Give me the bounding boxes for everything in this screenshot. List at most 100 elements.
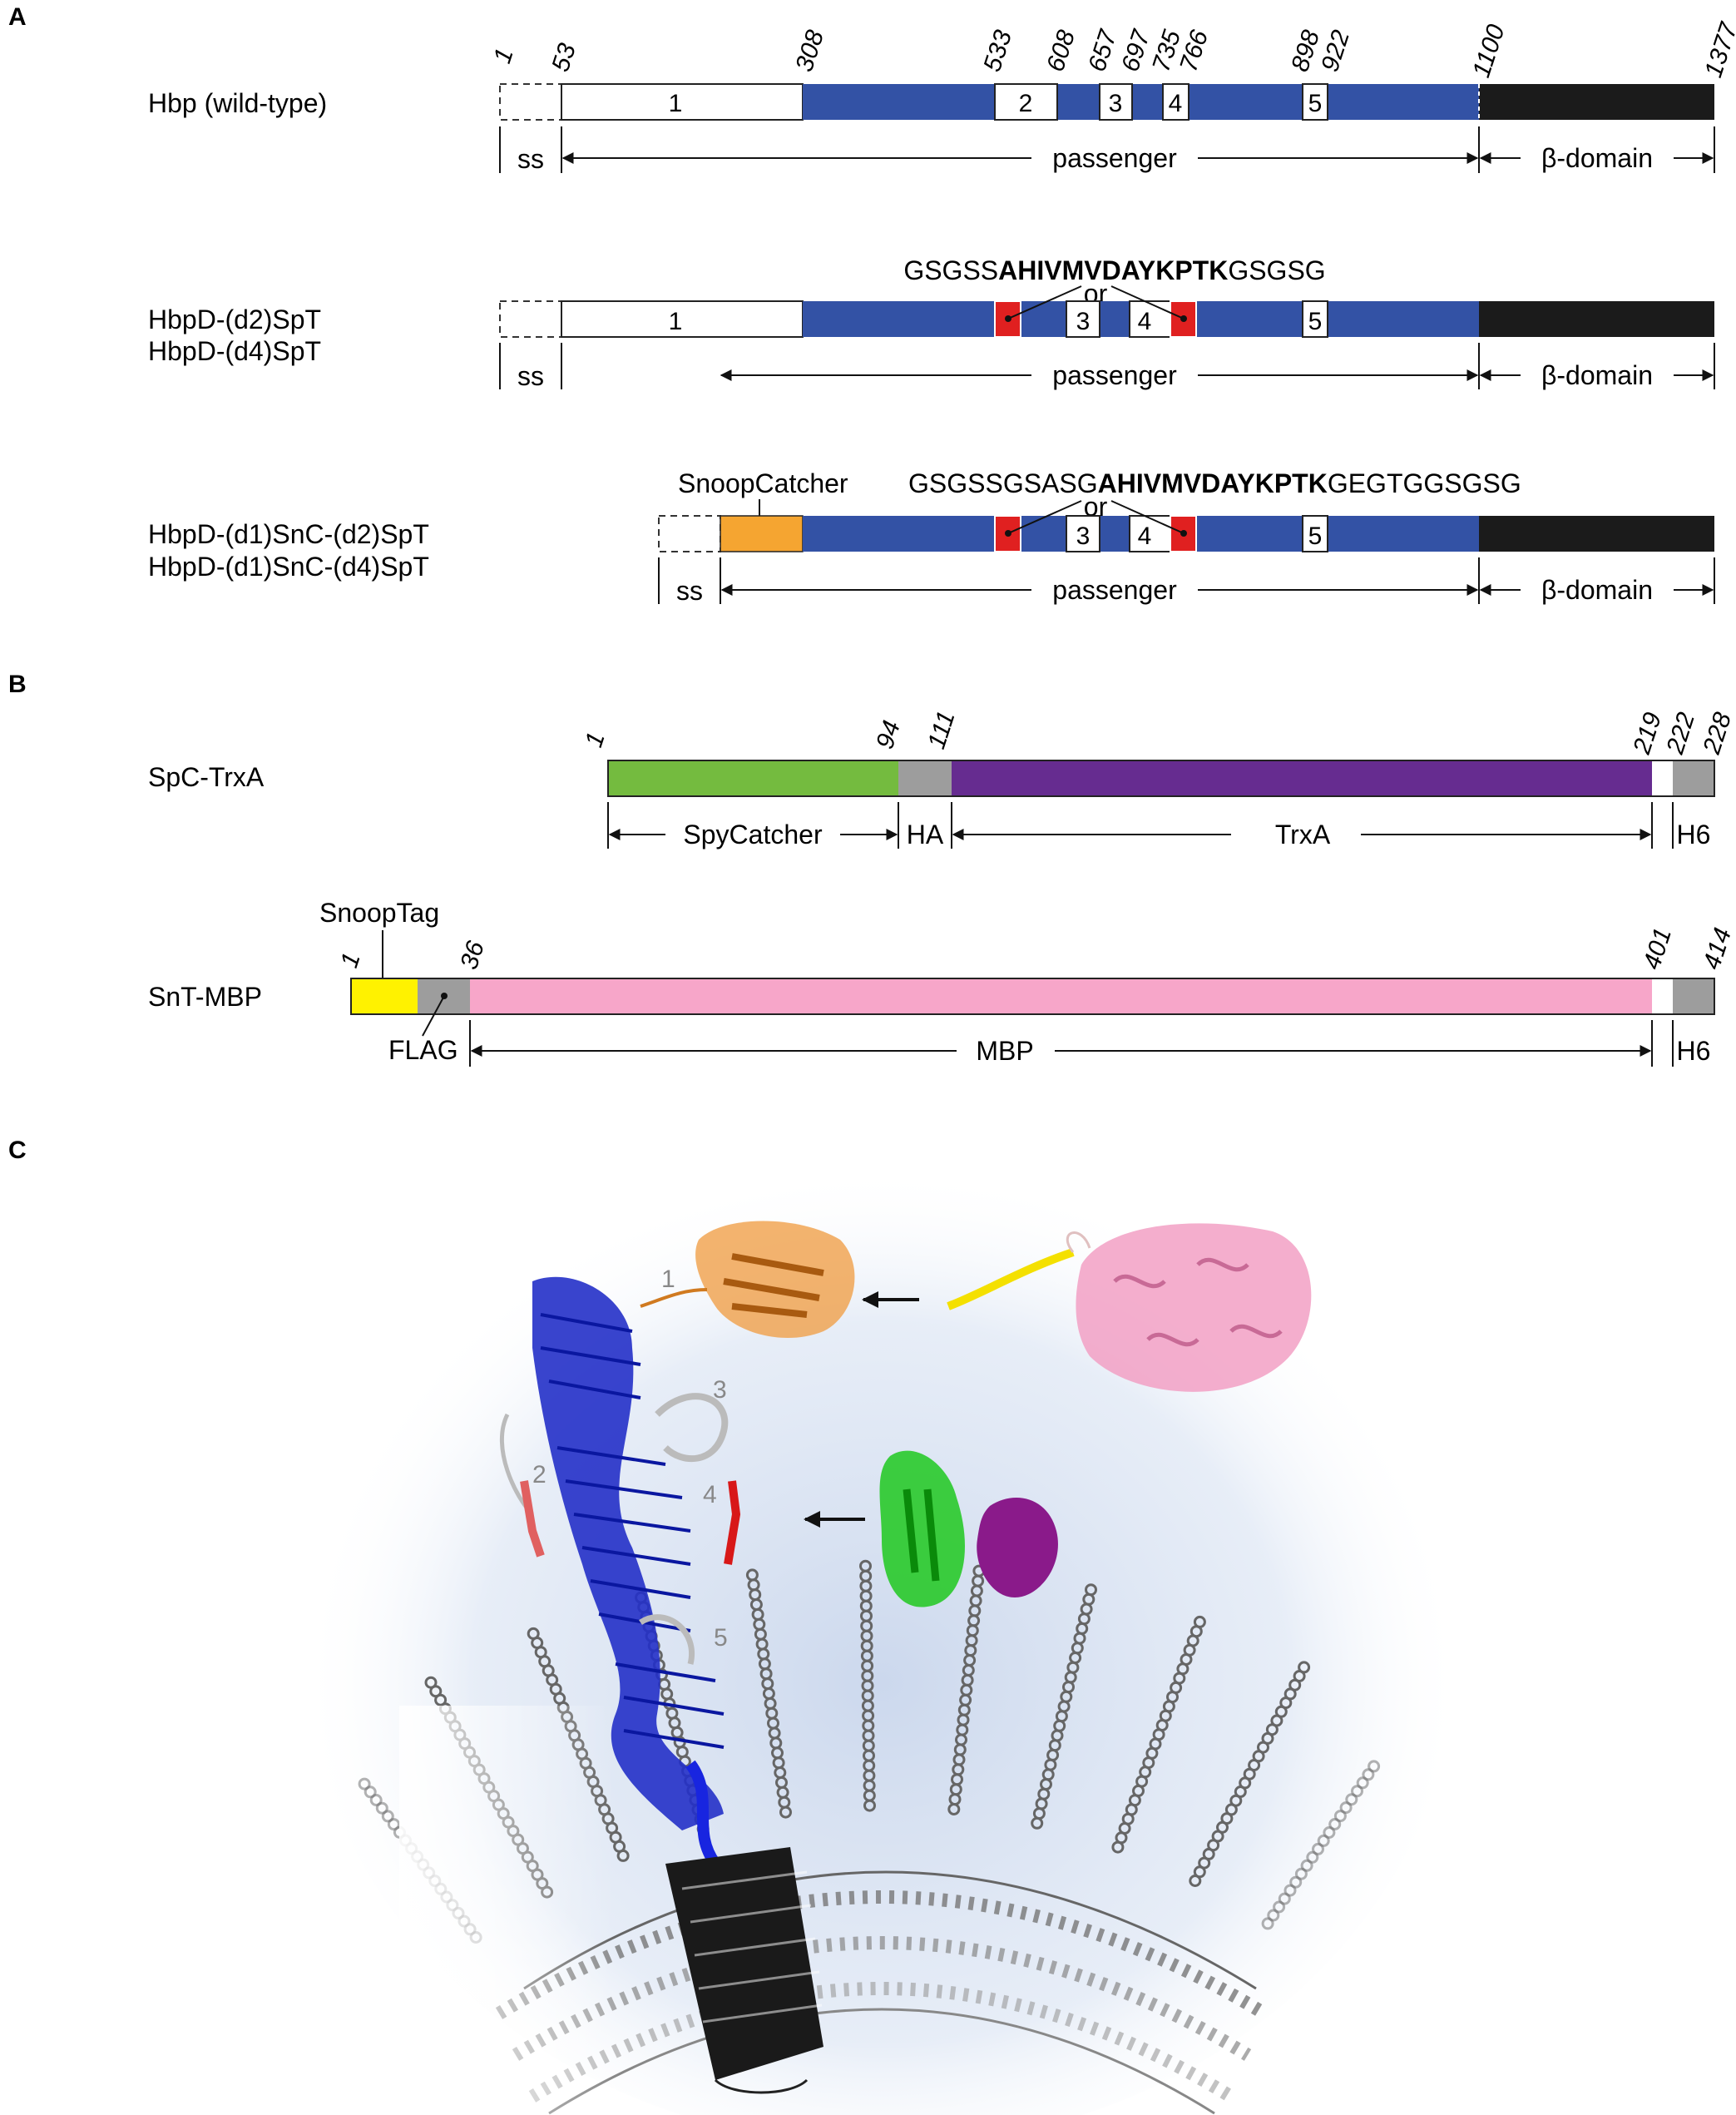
tick-label: 922 [1316, 27, 1355, 75]
domain-5-segment [1302, 300, 1328, 338]
domain-5-segment [1302, 515, 1328, 552]
hbp-passenger-structure [499, 1276, 729, 1830]
tick-label: 608 [1041, 27, 1081, 75]
trxa-segment [952, 760, 1652, 796]
site-number: 3 [713, 1376, 727, 1404]
signal-sequence-segment [658, 515, 721, 552]
signal-sequence-segment [499, 83, 562, 121]
tick-label: 228 [1698, 709, 1736, 758]
domain-3-segment [1099, 83, 1133, 121]
snoopcatcher-label: SnoopCatcher [678, 468, 848, 498]
site-number: 1 [661, 1266, 675, 1293]
site-number: 5 [714, 1624, 728, 1652]
lps-ring [369, 1794, 383, 1806]
construct-name: HbpD-(d4)SpT [148, 336, 321, 366]
domain-number: 2 [1019, 90, 1033, 117]
spytag-strand-d4 [724, 1480, 741, 1565]
lps-ring [387, 1818, 400, 1831]
lps-ring [1368, 1760, 1381, 1773]
membrane-fade [399, 1706, 616, 2115]
tick-labels: 1 53 308 533 608 657 697 735 766 898 922… [488, 18, 1736, 81]
domain-2-segment [994, 83, 1058, 121]
h6-segment [1673, 978, 1714, 1014]
lps-ring [745, 1568, 759, 1582]
linker-segment [1652, 978, 1673, 1014]
snooptag-label: SnoopTag [319, 898, 439, 928]
domain-number: 5 [1308, 308, 1323, 335]
region-label-ss: ss [517, 361, 544, 391]
construct-spc-trxa: SpC-TrxA 1 94 111 219 222 228 SpyCatcher… [148, 708, 1736, 849]
h6-label: H6 [1677, 820, 1711, 849]
construct-name: HbpD-(d1)SnC-(d4)SpT [148, 552, 429, 582]
beta-domain-segment [1479, 516, 1714, 552]
spytag-sequence: GSGSSGSASGAHIVMVDAYKPTKGEGTGGSGSG [908, 468, 1521, 498]
trxa-label: TrxA [1275, 820, 1331, 849]
lps-ring [1345, 1793, 1358, 1806]
domain-5-segment [1302, 83, 1328, 121]
signal-sequence-segment [499, 300, 562, 338]
lps-ring [1085, 1583, 1097, 1597]
construct-name: HbpD-(d2)SpT [148, 305, 321, 334]
construct-name: SnT-MBP [148, 982, 262, 1012]
lps-ring [1298, 1661, 1311, 1674]
lps-ring [364, 1786, 377, 1799]
construct-hbpd-snc-spt: HbpD-(d1)SnC-(d2)SpT HbpD-(d1)SnC-(d4)Sp… [148, 468, 1715, 606]
panel-label-a: A [8, 3, 27, 31]
tick-label: 222 [1661, 709, 1700, 758]
domain-4-segment [1162, 83, 1189, 121]
spytag-sequence: GSGSSAHIVMVDAYKPTKGSGSG [903, 255, 1325, 285]
lps-ring [1273, 1900, 1286, 1914]
region-label-ss: ss [676, 576, 703, 606]
snt-mbp-structure [947, 1223, 1312, 1392]
linker-segment [1652, 760, 1673, 796]
lps-ring [1356, 1776, 1369, 1790]
domain-number: 4 [1138, 523, 1152, 550]
lps-ring [381, 1810, 394, 1823]
lps-ring [424, 1676, 438, 1689]
panel-label-b: B [8, 671, 27, 698]
tick-label: 219 [1628, 709, 1667, 758]
construct-name: SpC-TrxA [148, 762, 265, 792]
tick-label: 94 [871, 717, 906, 752]
domain-number: 3 [1076, 523, 1091, 550]
domain-number: 1 [669, 308, 683, 335]
lps-ring [1283, 1884, 1297, 1897]
spycatcher-label: SpyCatcher [683, 820, 823, 849]
domain-number: 4 [1138, 308, 1152, 335]
mbp-label: MBP [976, 1036, 1033, 1066]
region-label-beta-domain: β-domain [1541, 575, 1653, 605]
tick-label: 53 [547, 40, 581, 75]
region-label-passenger: passenger [1052, 360, 1177, 390]
tick-label: 533 [978, 27, 1017, 75]
lps-ring [1278, 1892, 1291, 1905]
lps-ring [1289, 1875, 1303, 1889]
passenger-backbone-segment [803, 84, 1479, 120]
lps-ring [1261, 1917, 1274, 1930]
region-label-passenger: passenger [1052, 143, 1177, 173]
beta-domain-segment [1479, 84, 1714, 120]
snoopcatcher-structure [640, 1221, 855, 1339]
tick-label: 1 [580, 729, 611, 750]
lps-ring [1193, 1615, 1206, 1628]
region-label-beta-domain: β-domain [1541, 360, 1653, 390]
lps-ring [1323, 1826, 1336, 1839]
domain-3-segment [1066, 300, 1100, 338]
panel-b: B SpC-TrxA 1 94 111 219 222 228 SpyCatch… [8, 671, 1736, 1067]
flag-label: FLAG [388, 1035, 458, 1065]
spycatcher-segment [608, 760, 898, 796]
construct-snt-mbp: SnT-MBP SnoopTag 1 36 401 414 FLAG MBP H… [148, 898, 1736, 1067]
lps-ring [1328, 1818, 1342, 1830]
domain-number: 3 [1109, 90, 1123, 117]
region-label-beta-domain: β-domain [1541, 143, 1653, 173]
ha-label: HA [907, 820, 944, 849]
site-number: 2 [532, 1461, 547, 1488]
beta-domain-segment [1479, 301, 1714, 337]
outer-membrane-bilayer [495, 1870, 1269, 2115]
spc-trxa-structure [879, 1450, 1058, 1607]
tick-label: 1100 [1467, 21, 1510, 81]
region-label-passenger: passenger [1052, 575, 1177, 605]
construct-hbpd-spt: HbpD-(d2)SpT HbpD-(d4)SpT GSGSSAHIVMVDAY… [148, 255, 1715, 391]
domain-1-segment [561, 300, 804, 338]
site-number: 4 [703, 1481, 717, 1508]
